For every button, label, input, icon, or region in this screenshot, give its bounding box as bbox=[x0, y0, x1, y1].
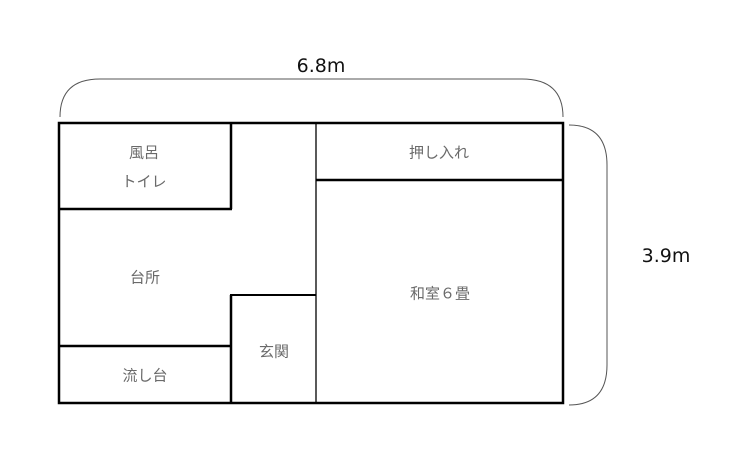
room-label-closet: 押し入れ bbox=[408, 143, 470, 162]
room-label-bath: 風呂 bbox=[128, 143, 160, 162]
outer-wall bbox=[57, 121, 565, 405]
height-dimension-label: 3.9m bbox=[641, 245, 691, 267]
room-label-tatami: 和室６畳 bbox=[409, 284, 471, 303]
width-dimension-brace bbox=[59, 78, 564, 118]
width-dimension-label: 6.8m bbox=[296, 55, 346, 77]
room-label-toilet: トイレ bbox=[121, 172, 167, 191]
room-label-kitchen: 台所 bbox=[129, 268, 161, 287]
height-dimension-brace bbox=[568, 124, 608, 406]
room-label-sink: 流し台 bbox=[122, 366, 168, 385]
room-label-entrance: 玄関 bbox=[258, 342, 290, 361]
